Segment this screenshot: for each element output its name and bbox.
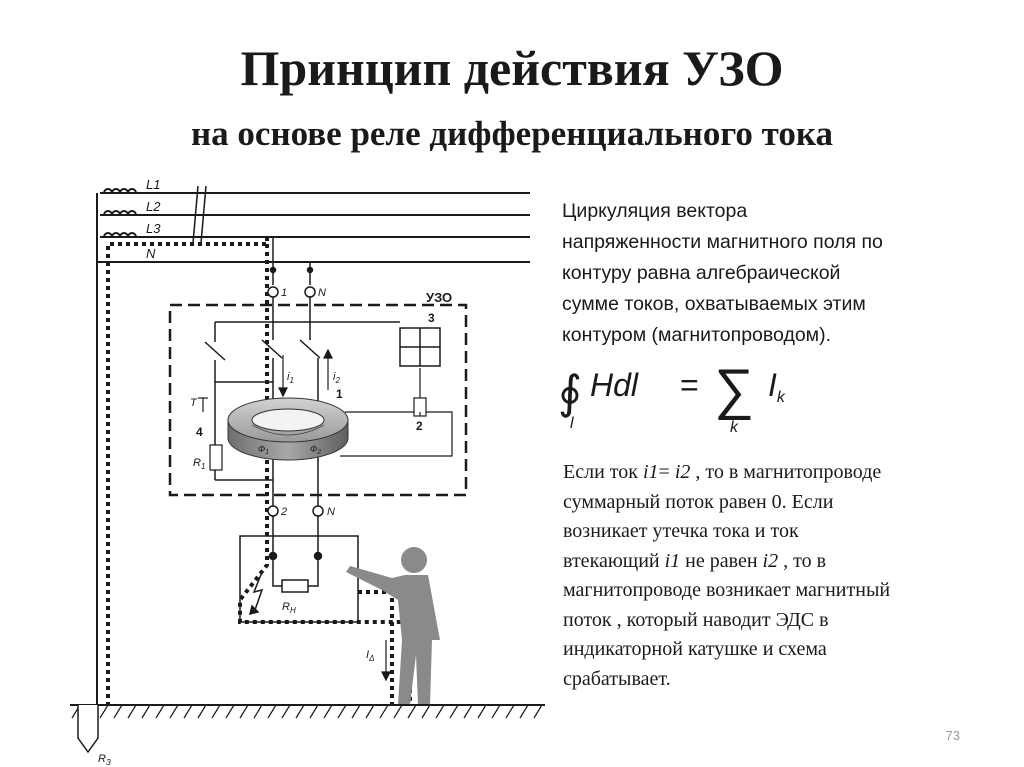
label-n: N bbox=[146, 246, 156, 261]
current-i1-label: i1 bbox=[287, 371, 294, 385]
label-l3: L3 bbox=[146, 221, 161, 236]
toroidal-core bbox=[227, 397, 349, 461]
sum-sign: ∑ bbox=[714, 357, 754, 420]
description-line: сумме токов, охватываемых этим bbox=[562, 293, 866, 315]
flux-1-label: Ф1 bbox=[258, 444, 269, 456]
description-line: контуру равна алгебраической bbox=[562, 262, 841, 284]
page-number: 73 bbox=[945, 728, 960, 743]
resistor-r1-label: R1 bbox=[193, 457, 205, 471]
explanation-line: Если ток i1= i2 , то в магнитопроводе bbox=[563, 461, 882, 483]
explanation-line: втекающий i1 не равен i2 , то в bbox=[563, 549, 827, 572]
person-figure bbox=[346, 547, 440, 705]
block-1-label: 1 bbox=[336, 387, 343, 401]
terminal-top-n: N bbox=[318, 287, 326, 299]
integrand: Hdl bbox=[590, 367, 639, 403]
integral-sign: ∮ bbox=[558, 366, 582, 418]
leakage-label: IΔ bbox=[366, 649, 374, 663]
sum-term: Ik bbox=[768, 367, 786, 406]
block-3-label: 3 bbox=[428, 311, 435, 325]
circulation-description: Циркуляция вектора напряженности магнитн… bbox=[562, 196, 1002, 351]
rcd-circuit-diagram: L1 L2 L3 N 1 N 2 N bbox=[70, 177, 545, 767]
operation-explanation: Если ток i1= i2 , то в магнитопроводе су… bbox=[563, 458, 1003, 694]
test-circuit bbox=[198, 397, 223, 471]
test-button-label: T bbox=[190, 397, 198, 409]
terminal-bottom-2: 2 bbox=[280, 506, 287, 518]
ground-line bbox=[70, 704, 545, 719]
explanation-line: магнитопроводе возникает магнитный bbox=[563, 579, 891, 601]
current-i2-label: i2 bbox=[333, 371, 340, 385]
explanation-line: индикаторной катушке и схема bbox=[563, 638, 827, 660]
flux-2-label: Ф2 bbox=[310, 444, 321, 456]
sum-subscript: k bbox=[730, 419, 739, 434]
line-break-marks bbox=[192, 185, 207, 244]
actuator-block bbox=[399, 327, 441, 367]
leakage-arrow bbox=[381, 640, 391, 682]
integral-subscript: l bbox=[570, 415, 574, 432]
terminals bbox=[267, 237, 324, 517]
ground-electrode bbox=[77, 705, 99, 754]
slide-title: Принцип действия УЗО bbox=[240, 40, 784, 96]
slide-subtitle: на основе реле дифференциального тока bbox=[191, 114, 833, 153]
explanation-line: возникает утечка тока и ток bbox=[563, 520, 799, 542]
load-label: RН bbox=[282, 601, 296, 615]
source-windings bbox=[96, 188, 137, 705]
block-2-label: 2 bbox=[416, 419, 423, 433]
fault-current-path bbox=[106, 237, 412, 705]
terminal-bottom-n: N bbox=[327, 506, 335, 518]
label-l1: L1 bbox=[146, 177, 160, 192]
block-4-label: 4 bbox=[196, 425, 203, 439]
explanation-line: поток , который наводит ЭДС в bbox=[563, 608, 829, 631]
equals-sign: = bbox=[680, 367, 699, 403]
ampere-circuital-formula: ∮ l Hdl = ∑ k Ik bbox=[558, 357, 786, 434]
description-line: контуром (магнитопроводом). bbox=[562, 324, 831, 346]
terminal-top-1: 1 bbox=[281, 287, 287, 299]
explanation-line: срабатывает. bbox=[563, 667, 671, 690]
current-arrows bbox=[278, 348, 333, 398]
device-conductors bbox=[204, 297, 400, 506]
supply-lines bbox=[100, 192, 530, 263]
rcd-label: УЗО bbox=[426, 290, 452, 305]
ground-resistor-label: RЗ bbox=[98, 753, 111, 767]
label-l2: L2 bbox=[146, 199, 161, 214]
explanation-line: суммарный поток равен 0. Если bbox=[563, 490, 834, 513]
description-line: Циркуляция вектора bbox=[562, 200, 748, 222]
description-line: напряженности магнитного поля по bbox=[562, 231, 883, 253]
load-box bbox=[239, 516, 359, 623]
sense-winding bbox=[340, 368, 453, 457]
